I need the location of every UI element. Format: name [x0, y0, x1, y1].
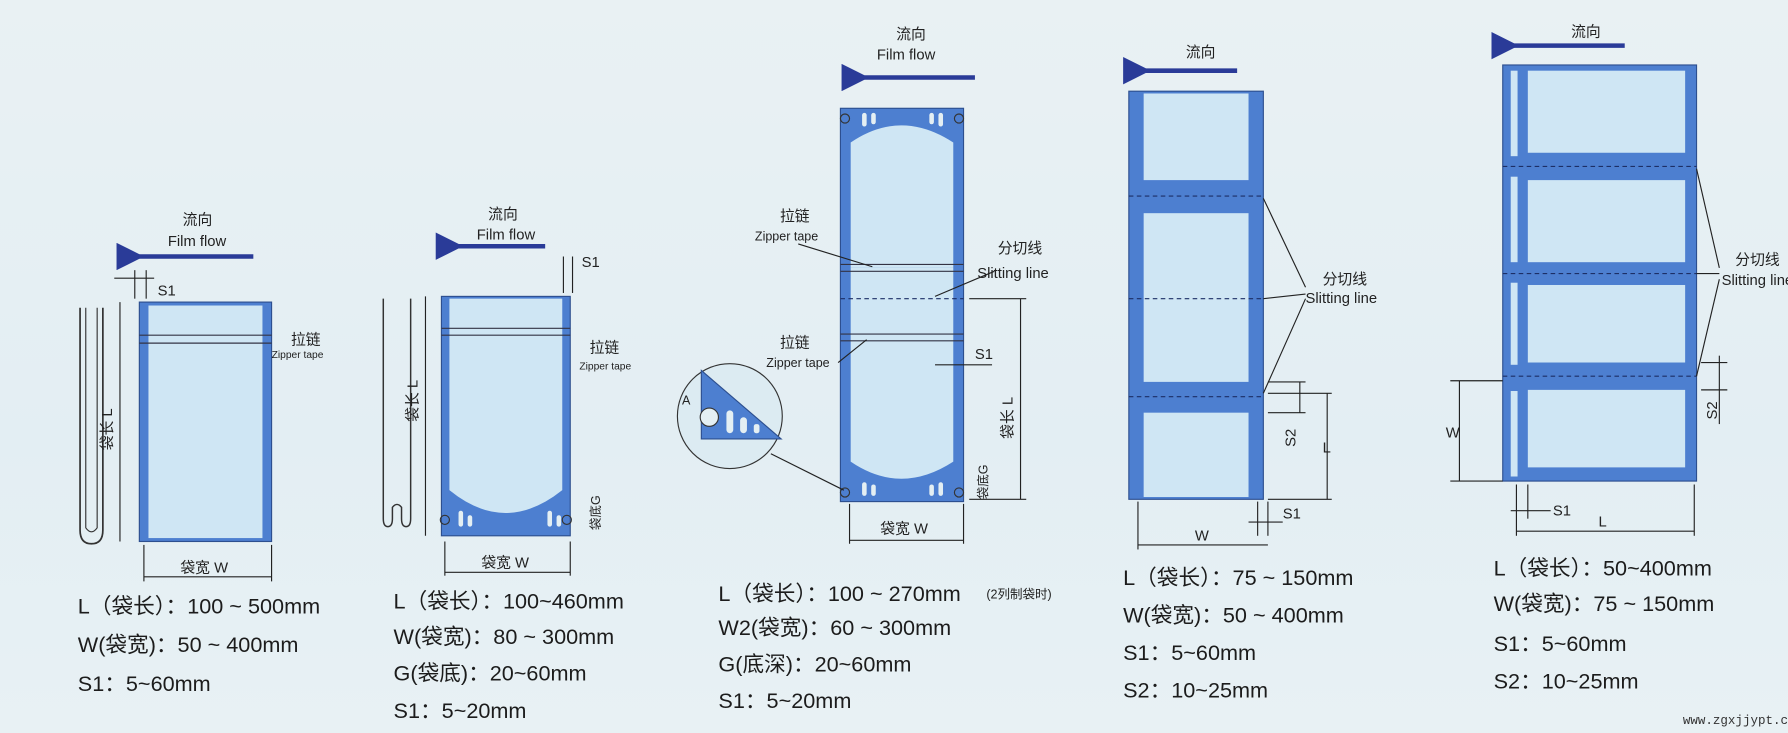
width-label: 袋宽 W: [880, 521, 928, 538]
detail-label: A: [682, 394, 691, 408]
panel-3-two-lane-standup-bag: 流向 Film flow 拉链 Zipper tape 分切线 Slitting…: [676, 26, 1052, 713]
flow-label-cn: 流向: [1571, 23, 1601, 40]
s1-label: S1: [158, 283, 176, 299]
zipper-label-cn: 拉链: [291, 331, 321, 348]
zipper-label-en: Zipper tape: [755, 230, 818, 244]
detail-a-magnifier: A: [676, 363, 845, 491]
panel-1-flat-zipper-bag: 流向 Film flow S1 袋长 L 拉链 Zipper tape 袋宽 W…: [78, 212, 324, 696]
spec-s1: S1：5~60mm: [1494, 631, 1627, 656]
length-label: 袋长 L: [99, 408, 116, 450]
flow-label-cn: 流向: [488, 206, 518, 223]
zipper-label-en: Zipper tape: [272, 350, 324, 361]
spec-width: W(袋宽)：50 ~ 400mm: [78, 632, 299, 657]
panel-2-standup-zipper-bag: 流向 Film flow S1 袋长 L 拉链 Zipper tape 袋底G …: [382, 206, 632, 723]
spec-width: W(袋宽)：75 ~ 150mm: [1494, 591, 1715, 616]
panel-4-three-side-seal: 流向 分切线 Slitting line S2 L S1 W L（袋长）：75 …: [1123, 44, 1377, 703]
flow-label-en: Film flow: [168, 234, 227, 250]
spec-length: L（袋长）：50~400mm: [1494, 556, 1712, 581]
flow-label-en: Film flow: [477, 227, 536, 243]
spec-length: L（袋长）：100 ~ 270mm: [718, 581, 960, 606]
length-label: 袋长 L: [404, 380, 421, 422]
zipper-label-en: Zipper tape: [579, 361, 631, 372]
spec-note: (2列制袋时): [986, 587, 1051, 601]
width-label: 袋宽 W: [481, 555, 529, 572]
slitting-label-cn: 分切线: [1323, 271, 1368, 288]
spec-length: L（袋长）：75 ~ 150mm: [1123, 565, 1353, 590]
spec-s1: S1：5~20mm: [394, 698, 527, 723]
slitting-label-en: Slitting line: [977, 266, 1049, 282]
spec-width: W2(袋宽)：60 ~ 300mm: [718, 615, 951, 640]
watermark: www.zgxjjypt.com: [1683, 714, 1788, 728]
zipper-label-cn: 拉链: [780, 208, 810, 225]
w-label: W: [1446, 426, 1460, 442]
width-label: 袋宽 W: [180, 559, 228, 576]
spec-s1: S1：5~60mm: [1123, 640, 1256, 665]
spec-s1: S1：5~20mm: [718, 688, 851, 713]
zipper2-label-en: Zipper tape: [766, 356, 829, 370]
s2-label: S2: [1283, 429, 1299, 447]
gusset-holes: [839, 112, 965, 498]
spec-length: L（袋长）：100~460mm: [394, 589, 624, 614]
bottom-label: 袋底G: [975, 465, 990, 500]
l-label: L: [1599, 515, 1607, 531]
slitting-label-cn: 分切线: [998, 240, 1043, 257]
s1-label: S1: [975, 347, 993, 363]
gusset-holes: [439, 510, 572, 527]
panel-5-side-seal: 流向 分切线 Slitting line S2 W S1 L L（袋长）：50~…: [1446, 23, 1788, 727]
length-label: 袋长 L: [1000, 397, 1017, 439]
spec-s2: S2：10~25mm: [1494, 669, 1639, 694]
s1-label: S1: [582, 255, 600, 271]
w-label: W: [1195, 528, 1209, 544]
spec-bottom: G(底深)：20~60mm: [718, 651, 911, 676]
spec-length: L（袋长）：100 ~ 500mm: [78, 593, 320, 618]
flow-label-en: Film flow: [877, 47, 936, 63]
flow-label-cn: 流向: [896, 26, 926, 43]
l-label: L: [1323, 441, 1331, 457]
s1-label: S1: [1553, 503, 1571, 519]
spec-bottom: G(袋底)：20~60mm: [394, 661, 587, 686]
spec-width: W(袋宽)：80 ~ 300mm: [394, 624, 615, 649]
slitting-label-en: Slitting line: [1306, 291, 1378, 307]
bottom-label: 袋底G: [588, 495, 603, 530]
zipper2-label-cn: 拉链: [780, 335, 810, 352]
spec-s2: S2：10~25mm: [1123, 678, 1268, 703]
fold-profile: [382, 298, 412, 528]
flow-label-cn: 流向: [183, 212, 213, 229]
fold-profile: [79, 307, 104, 545]
spec-width: W(袋宽)：50 ~ 400mm: [1123, 602, 1344, 627]
s1-label: S1: [1283, 507, 1301, 523]
spec-s1: S1：5~60mm: [78, 671, 211, 696]
s2-label: S2: [1705, 401, 1721, 419]
slitting-label-en: Slitting line: [1722, 273, 1788, 289]
slitting-label-cn: 分切线: [1735, 251, 1780, 268]
flow-label-cn: 流向: [1186, 44, 1216, 61]
zipper-label-cn: 拉链: [590, 339, 620, 356]
